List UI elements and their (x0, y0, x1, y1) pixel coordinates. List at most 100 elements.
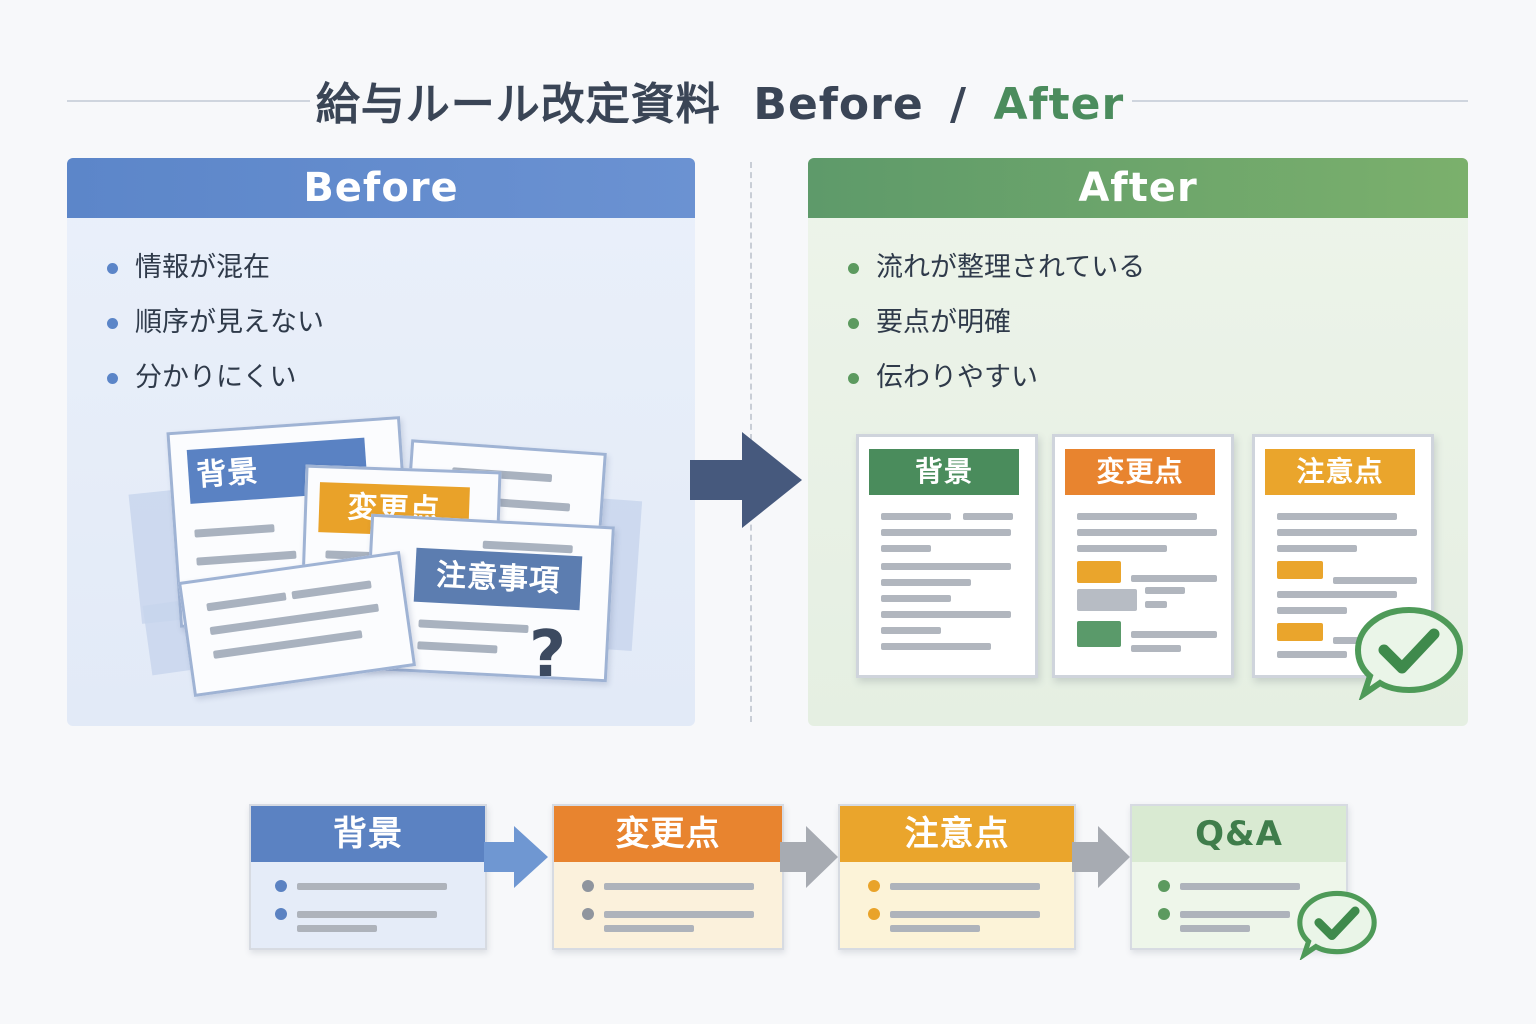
title-main: 給与ルール改定資料 (315, 79, 721, 130)
text-line (297, 911, 437, 918)
text-line (881, 643, 991, 650)
text-line (212, 630, 363, 659)
text-line (890, 911, 1040, 918)
right-arrow-icon (690, 432, 802, 528)
text-line (1277, 591, 1397, 598)
before-bullet: 分かりにくい (107, 356, 324, 411)
text-line (291, 580, 372, 600)
bullet-dot-icon (848, 373, 859, 384)
highlight-block (1077, 621, 1121, 647)
check-bubble-icon (1354, 606, 1464, 700)
question-mark-icon: ? (529, 618, 567, 692)
text-line (194, 524, 275, 538)
title-rule-right (1132, 100, 1468, 102)
flow-step-label: 変更点 (554, 806, 782, 862)
bullet-text: 流れが整理されている (876, 252, 1146, 283)
text-line (604, 883, 754, 890)
text-line (297, 883, 447, 890)
bullet-dot-icon (582, 880, 594, 892)
bullet-dot-icon (868, 880, 880, 892)
text-line (1131, 631, 1217, 638)
tag-notes: 注意事項 (413, 547, 583, 611)
after-bullet-list: 流れが整理されている 要点が明確 伝わりやすい (848, 246, 1145, 411)
bullet-dot-icon (107, 318, 118, 329)
bullet-text: 分かりにくい (135, 362, 297, 393)
bullet-dot-icon (275, 908, 287, 920)
text-line (881, 611, 1011, 618)
doc-head-notes: 注意点 (1265, 449, 1415, 495)
text-line (890, 883, 1040, 890)
bullet-text: 要点が明確 (876, 307, 1011, 338)
text-line (418, 619, 529, 634)
text-line (1333, 637, 1373, 644)
flow-step-label: 背景 (251, 806, 485, 862)
text-line (1180, 883, 1300, 890)
after-doc-background: 背景 (856, 434, 1038, 678)
text-line (1277, 607, 1347, 614)
before-heading: Before (67, 158, 695, 218)
highlight-block (1277, 561, 1323, 579)
flow-step-changes: 変更点 (552, 804, 784, 950)
text-line (1277, 545, 1357, 552)
bullet-dot-icon (848, 318, 859, 329)
text-line (963, 513, 1013, 520)
text-line (1077, 545, 1167, 552)
text-line (1277, 529, 1417, 536)
page-title: 給与ルール改定資料 Before / After (310, 68, 1130, 132)
after-bullet: 要点が明確 (848, 301, 1145, 356)
text-line (604, 925, 694, 932)
text-line (881, 513, 951, 520)
title-before: Before (753, 79, 924, 130)
text-line (881, 529, 1011, 536)
text-line (881, 595, 951, 602)
text-line (881, 627, 941, 634)
after-doc-changes: 変更点 (1052, 434, 1234, 678)
text-line (1180, 925, 1250, 932)
flow-step-notes: 注意点 (838, 804, 1076, 950)
after-bullet: 流れが整理されている (848, 246, 1145, 301)
highlight-block (1277, 623, 1323, 641)
bullet-text: 情報が混在 (135, 252, 270, 283)
after-heading: After (808, 158, 1468, 218)
text-line (1277, 651, 1347, 658)
text-line (1333, 577, 1417, 584)
bullet-dot-icon (848, 263, 859, 274)
text-line (881, 563, 1011, 570)
bullet-dot-icon (582, 908, 594, 920)
text-line (1131, 645, 1181, 652)
text-line (604, 911, 754, 918)
highlight-block (1077, 561, 1121, 583)
text-line (1145, 601, 1167, 608)
bullet-dot-icon (1158, 908, 1170, 920)
right-arrow-icon (1072, 826, 1130, 888)
flow-step-label: 注意点 (840, 806, 1074, 862)
right-arrow-icon (484, 826, 548, 888)
doc-head-background: 背景 (869, 449, 1019, 495)
text-line (881, 579, 971, 586)
text-line (1077, 529, 1217, 536)
bullet-dot-icon (107, 263, 118, 274)
text-line (1131, 575, 1217, 582)
before-bullet-list: 情報が混在 順序が見えない 分かりにくい (107, 246, 324, 411)
right-arrow-icon (780, 826, 838, 888)
text-line (206, 592, 287, 612)
highlight-block (1077, 589, 1137, 611)
text-line (297, 925, 377, 932)
text-line (881, 545, 931, 552)
text-line (890, 925, 980, 932)
text-line (1277, 513, 1397, 520)
flow-step-background: 背景 (249, 804, 487, 950)
text-line (1180, 911, 1290, 918)
messy-documents-illustration: 背景 変更点 注意事項 ? (67, 158, 695, 726)
text-line (417, 641, 498, 654)
bullet-dot-icon (275, 880, 287, 892)
bullet-text: 順序が見えない (135, 307, 324, 338)
after-bullet: 伝わりやすい (848, 356, 1145, 411)
title-separator: / (950, 79, 968, 130)
bullet-text: 伝わりやすい (876, 362, 1038, 393)
bullet-dot-icon (868, 908, 880, 920)
bullet-dot-icon (1158, 880, 1170, 892)
before-bullet: 情報が混在 (107, 246, 324, 301)
title-after: After (993, 79, 1125, 130)
title-rule-left (67, 100, 310, 102)
